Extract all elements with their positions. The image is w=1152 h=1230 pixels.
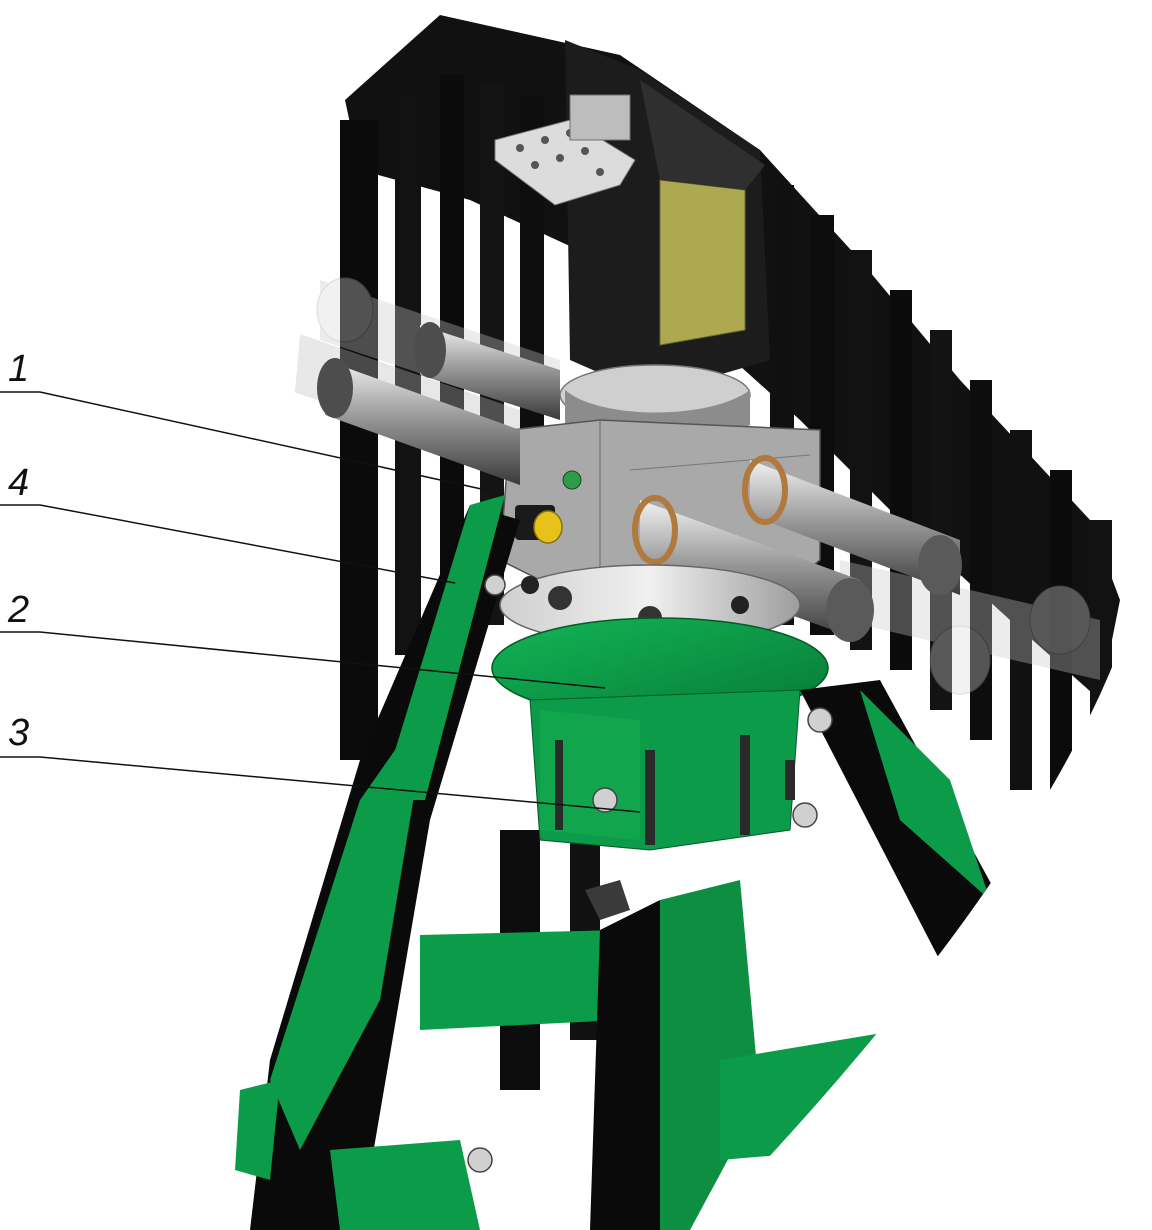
callout-label-3: 3 [8, 712, 29, 754]
callout-4: 4 [0, 462, 456, 584]
callout-label-2: 2 [7, 589, 29, 631]
callout-label-4: 4 [8, 462, 29, 504]
yellow-gauge [515, 505, 563, 544]
perforated-bracket [494, 94, 636, 206]
guide-rods [317, 322, 962, 642]
frame-bolts [467, 574, 833, 1173]
callout-2: 2 [0, 589, 606, 689]
upper-mast [565, 40, 770, 395]
callout-3: 3 [0, 712, 641, 813]
callout-label-1: 1 [8, 348, 29, 390]
callout-1: 1 [0, 348, 496, 493]
